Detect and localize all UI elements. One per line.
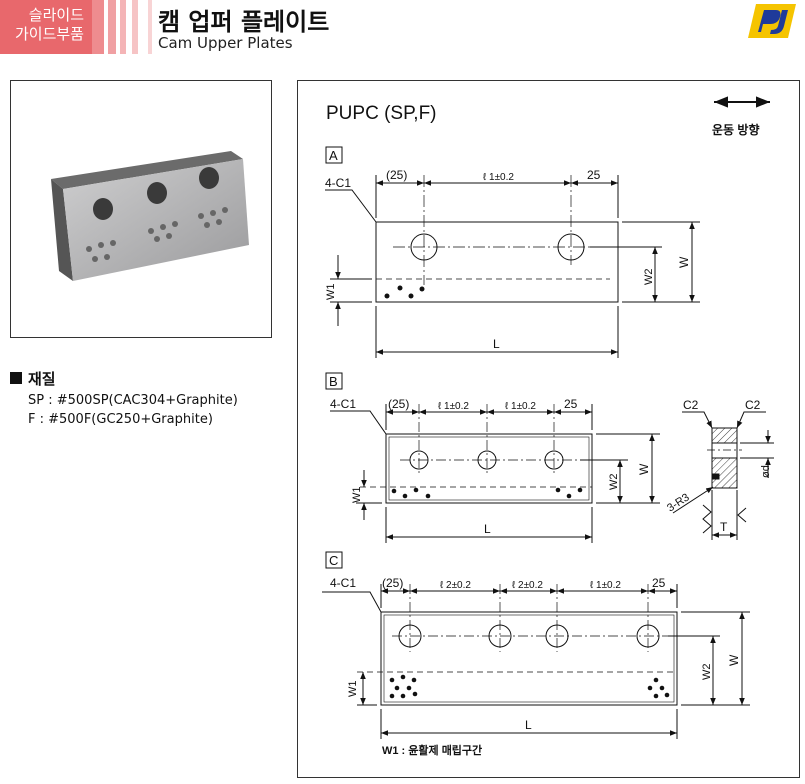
- section-b-label: B: [329, 374, 338, 389]
- stripe: [108, 0, 116, 54]
- chamfer-label: 4-C1: [330, 397, 356, 411]
- dim-t: T: [720, 520, 728, 534]
- dim-d: ød: [760, 465, 772, 478]
- plate-a: [375, 221, 619, 303]
- category-badge: 슬라이드 가이드부품: [0, 0, 92, 54]
- dim-l: L: [493, 337, 500, 351]
- dim-label: ℓ 1±0.2: [438, 401, 469, 412]
- dim-label: ℓ 2±0.2: [440, 580, 471, 591]
- stripe: [148, 0, 152, 54]
- material-item: SP : #500SP(CAC304+Graphite): [28, 393, 238, 408]
- direction-label: 운동 방향: [712, 122, 760, 137]
- c2-right-label: C2: [745, 398, 761, 412]
- dim-label: 25: [564, 397, 578, 411]
- dim-label: (25): [382, 576, 403, 590]
- stripe: [132, 0, 138, 54]
- dim-w: W: [637, 463, 651, 475]
- dim-label: ℓ 1±0.2: [483, 172, 514, 183]
- w1-note: W1 : 윤활제 매립구간: [382, 743, 482, 757]
- dim-label: ℓ 2±0.2: [512, 580, 543, 591]
- brand-logo: [748, 4, 796, 38]
- section-c-box: [325, 551, 343, 569]
- page-title: 캠 업퍼 플레이트: [158, 8, 330, 36]
- dim-label: (25): [386, 168, 407, 182]
- dim-l: L: [484, 522, 491, 536]
- product-photo: [10, 80, 272, 338]
- badge-line1: 슬라이드: [28, 6, 84, 24]
- plate-c: [380, 611, 678, 706]
- section-c-label: C: [329, 553, 338, 568]
- side-section-view: ød C2 C2 3-R3 T: [665, 398, 774, 540]
- material-heading-text: 재질: [28, 370, 56, 388]
- section-a-label: A: [329, 148, 338, 163]
- chamfer-label: 4-C1: [330, 576, 356, 590]
- dim-w1: W1: [347, 681, 359, 698]
- dim-w2: W2: [608, 474, 620, 491]
- page-subtitle: Cam Upper Plates: [158, 34, 293, 52]
- model-name: PUPC (SP,F): [326, 103, 437, 124]
- dim-label: ℓ 1±0.2: [505, 401, 536, 412]
- dim-label: (25): [388, 397, 409, 411]
- dim-w2: W2: [701, 664, 713, 681]
- dim-w2: W2: [643, 269, 655, 286]
- dim-w: W: [677, 256, 691, 268]
- stripe: [92, 0, 104, 54]
- dim-label: 25: [587, 168, 601, 182]
- material-item: F : #500F(GC250+Graphite): [28, 412, 213, 427]
- dim-w1: W1: [351, 487, 363, 504]
- stripe: [120, 0, 126, 54]
- material-heading: 재질: [10, 368, 56, 389]
- plate-b: [385, 433, 593, 504]
- dim-label: ℓ 1±0.2: [590, 580, 621, 591]
- dim-l: L: [525, 718, 532, 732]
- dim-w: W: [727, 654, 741, 666]
- chamfer-label: 4-C1: [325, 176, 351, 190]
- dim-w1: W1: [325, 284, 337, 301]
- badge-line2: 가이드부품: [14, 25, 84, 43]
- drawing-panel: [297, 80, 800, 778]
- dim-label: 25: [652, 576, 666, 590]
- c2-left-label: C2: [683, 398, 699, 412]
- section-a-box: [325, 146, 343, 164]
- r3-label: 3-R3: [665, 491, 692, 514]
- section-b-box: [325, 372, 343, 390]
